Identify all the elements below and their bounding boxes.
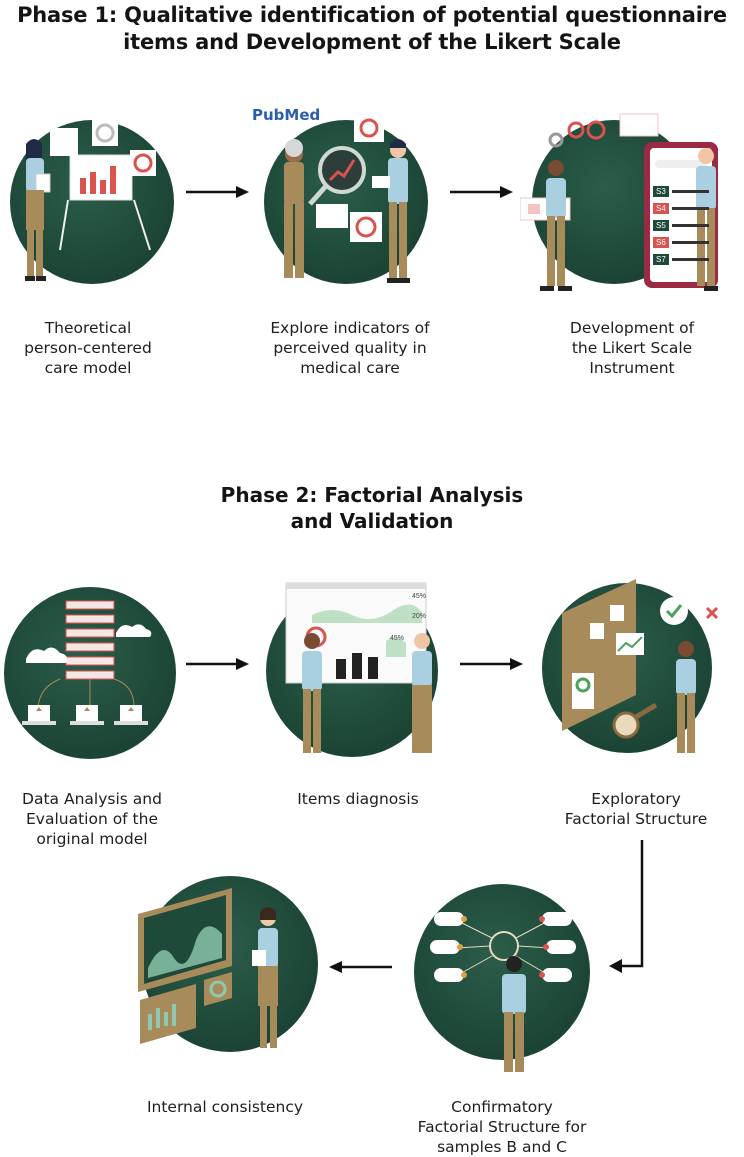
phase1-title-line2: items and Development of the Likert Scal…: [123, 30, 621, 54]
caption-data-analysis: Data Analysis and Evaluation of the orig…: [22, 790, 162, 848]
dashboard-illustration: [285, 582, 432, 753]
caption-internal-consistency: Internal consistency: [146, 1098, 304, 1116]
presentation-illustration: [25, 120, 156, 281]
caption-explore-indicators: Explore indicators of perceived quality …: [270, 319, 430, 377]
caption-exploratory-structure: Exploratory Factorial Structure: [564, 790, 708, 828]
caption-likert-development: Development of the Likert Scale Instrume…: [569, 319, 695, 377]
likert-app-illustration: [520, 113, 718, 291]
caption-confirmatory-structure: Confirmatory Factorial Structure for sam…: [417, 1098, 587, 1156]
arrow-right-icon: [450, 186, 513, 198]
step-theoretical-model: [0, 100, 190, 300]
step-explore-indicators: PubMed: [252, 100, 442, 300]
phase2-title-line1: Phase 2: Factorial Analysis: [220, 483, 524, 507]
step-likert-development: S3 S4 S5 S6 S7: [520, 100, 744, 300]
dashboard-readout-top: 45%: [412, 593, 427, 600]
phase2-title-line2: and Validation: [290, 509, 454, 533]
likert-item: S5: [653, 220, 709, 231]
step-exploratory-structure: [526, 575, 744, 775]
arrow-right-icon: [186, 658, 249, 670]
arrow-right-icon: [186, 186, 249, 198]
step-internal-consistency: [128, 868, 328, 1068]
arrow-right-icon: [460, 658, 523, 670]
dashboard-readout-bottom: 45%: [390, 635, 405, 642]
arrow-left-icon: [329, 961, 392, 973]
caption-items-diagnosis: Items diagnosis: [297, 790, 419, 808]
phase1-title: Phase 1: Qualitative identification of p…: [0, 2, 744, 56]
phase1-title-line1: Phase 1: Qualitative identification of p…: [17, 3, 727, 27]
step-confirmatory-structure: [400, 880, 610, 1090]
network-illustration: [430, 912, 576, 1072]
data-servers-illustration: [22, 600, 152, 725]
pubmed-research-illustration: [284, 114, 410, 283]
likert-item: S7: [653, 254, 709, 265]
dashboard-readout-mid: 20%: [412, 613, 427, 620]
step-items-diagnosis: 45% 20% 45%: [256, 575, 446, 775]
phase2-title: Phase 2: Factorial Analysis and Validati…: [0, 482, 744, 534]
caption-theoretical-model: Theoretical person-centered care model: [24, 319, 152, 377]
consistency-illustration: [138, 888, 278, 1048]
step-data-analysis: [0, 575, 190, 775]
exploratory-board-illustration: [562, 579, 725, 753]
likert-item: S3: [653, 186, 709, 197]
likert-item: S4: [653, 203, 709, 214]
likert-items: S3 S4 S5 S6 S7: [653, 186, 709, 265]
pubmed-logo: PubMed: [252, 106, 321, 124]
elbow-arrow-icon: [609, 840, 644, 973]
likert-item: S6: [653, 237, 709, 248]
